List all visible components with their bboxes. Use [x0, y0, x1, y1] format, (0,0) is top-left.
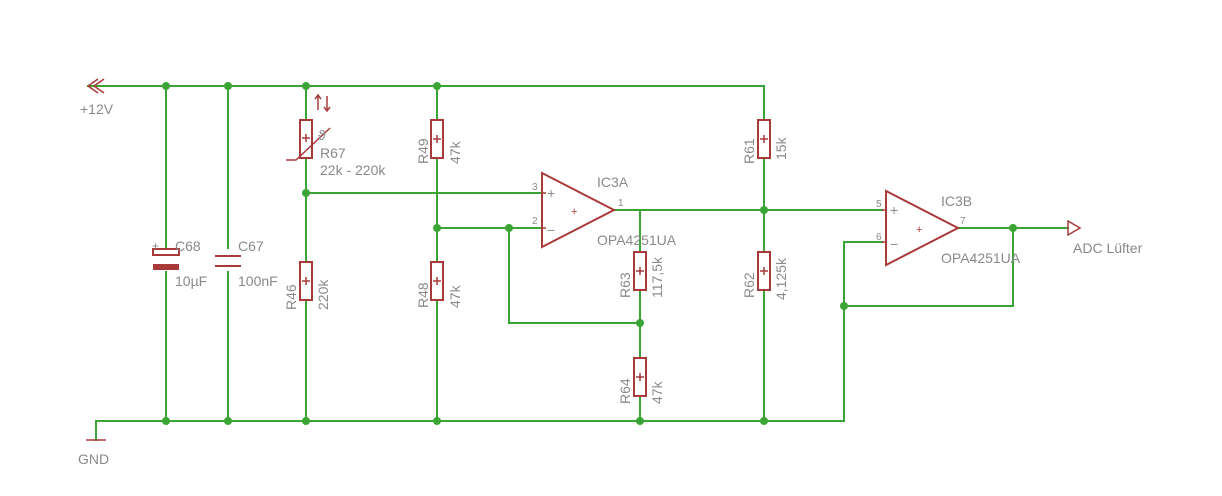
svg-text:+: + [571, 206, 577, 218]
component-value: 47k [447, 284, 463, 308]
resistor-r49: R49 47k [415, 119, 463, 164]
junction-dot [224, 417, 232, 425]
junction-dot [840, 302, 848, 310]
theta-icon: ϑ [318, 127, 326, 143]
svg-text:+: + [152, 239, 159, 253]
component-name: R62 [741, 272, 757, 298]
component-name: IC3B [941, 193, 972, 209]
component-value: 117,5k [649, 256, 665, 298]
junction-dot [224, 82, 232, 90]
resistor-r63: R63 117,5k [617, 251, 665, 298]
junction-dot [760, 417, 768, 425]
component-name: R48 [415, 282, 431, 308]
component-name: C68 [175, 238, 201, 254]
output-port: ADC Lüfter [1067, 219, 1143, 256]
resistor-r61: R61 15k [741, 119, 789, 164]
svg-text:−: − [547, 222, 555, 238]
junction-dot [302, 189, 310, 197]
wire-feedback-ic3a [508, 227, 641, 324]
pin-number: 3 [532, 182, 538, 193]
component-value: 100nF [238, 273, 278, 289]
supply-12v: +12V [80, 78, 114, 117]
component-name: C67 [238, 238, 264, 254]
junction-dot [302, 417, 310, 425]
pin-number: 6 [876, 232, 882, 243]
pin-number: 1 [618, 198, 624, 209]
svg-text:+: + [916, 224, 922, 236]
supply-arrow-icon [87, 78, 105, 94]
resistor-r48: R48 47k [415, 261, 463, 308]
component-value: 47k [649, 380, 665, 404]
component-name: R67 [320, 145, 346, 161]
junction-dot [302, 82, 310, 90]
component-value: 10µF [175, 273, 207, 289]
ground-symbol: GND [78, 439, 109, 467]
component-name: R49 [415, 138, 431, 164]
pin-number: 2 [532, 216, 538, 227]
resistor-r46: R46 220k [283, 261, 331, 310]
junction-dot [162, 82, 170, 90]
component-name: R46 [283, 284, 299, 310]
output-label: ADC Lüfter [1073, 240, 1143, 256]
wires [87, 85, 1069, 441]
junction-dot [433, 417, 441, 425]
junctions [162, 82, 1017, 425]
resistor-r64: R64 47k [617, 357, 665, 404]
junction-dot [505, 224, 513, 232]
opamp-triangle-icon [885, 189, 961, 267]
wire-ic3b-feedback [843, 227, 1014, 307]
thermistor-r67: ϑ R67 22k - 220k [286, 93, 386, 178]
capacitor-c67: C67 100nF [215, 238, 278, 289]
capacitor-c68: + C68 10µF [152, 238, 207, 289]
component-name: R64 [617, 378, 633, 404]
wire-ic3b-inv [843, 241, 883, 422]
ntc-arrows-icon [314, 93, 331, 113]
svg-text:+: + [547, 185, 555, 201]
opamp-triangle-icon [541, 171, 617, 249]
ground-label: GND [78, 451, 109, 467]
junction-dot [162, 417, 170, 425]
thermistor-slash [286, 127, 331, 161]
junction-dot [433, 224, 441, 232]
opamp-ic3a: + − + 3 2 1 IC3A OPA4251UA [532, 171, 677, 249]
junction-dot [636, 319, 644, 327]
junction-dot [636, 417, 644, 425]
component-value: OPA4251UA [597, 232, 677, 248]
component-value: 22k - 220k [320, 162, 386, 178]
svg-text:+: + [890, 202, 898, 218]
component-name: R63 [617, 272, 633, 298]
svg-text:−: − [890, 236, 898, 252]
component-value: 15k [773, 136, 789, 160]
component-name: R61 [741, 138, 757, 164]
component-value: 4,125k [773, 257, 789, 300]
component-value: 47k [447, 140, 463, 164]
junction-dot [433, 82, 441, 90]
component-name: IC3A [597, 174, 629, 190]
opamp-ic3b: + − + 5 6 7 IC3B OPA4251UA [876, 189, 1021, 267]
component-value: 220k [315, 279, 331, 310]
junction-dot [760, 206, 768, 214]
resistor-r62: R62 4,125k [741, 251, 789, 300]
component-value: OPA4251UA [941, 250, 1021, 266]
pin-number: 7 [960, 216, 966, 227]
junction-dot [1009, 224, 1017, 232]
output-arrow-icon [1067, 219, 1082, 237]
supply-label: +12V [80, 101, 114, 117]
pin-number: 5 [876, 199, 882, 210]
